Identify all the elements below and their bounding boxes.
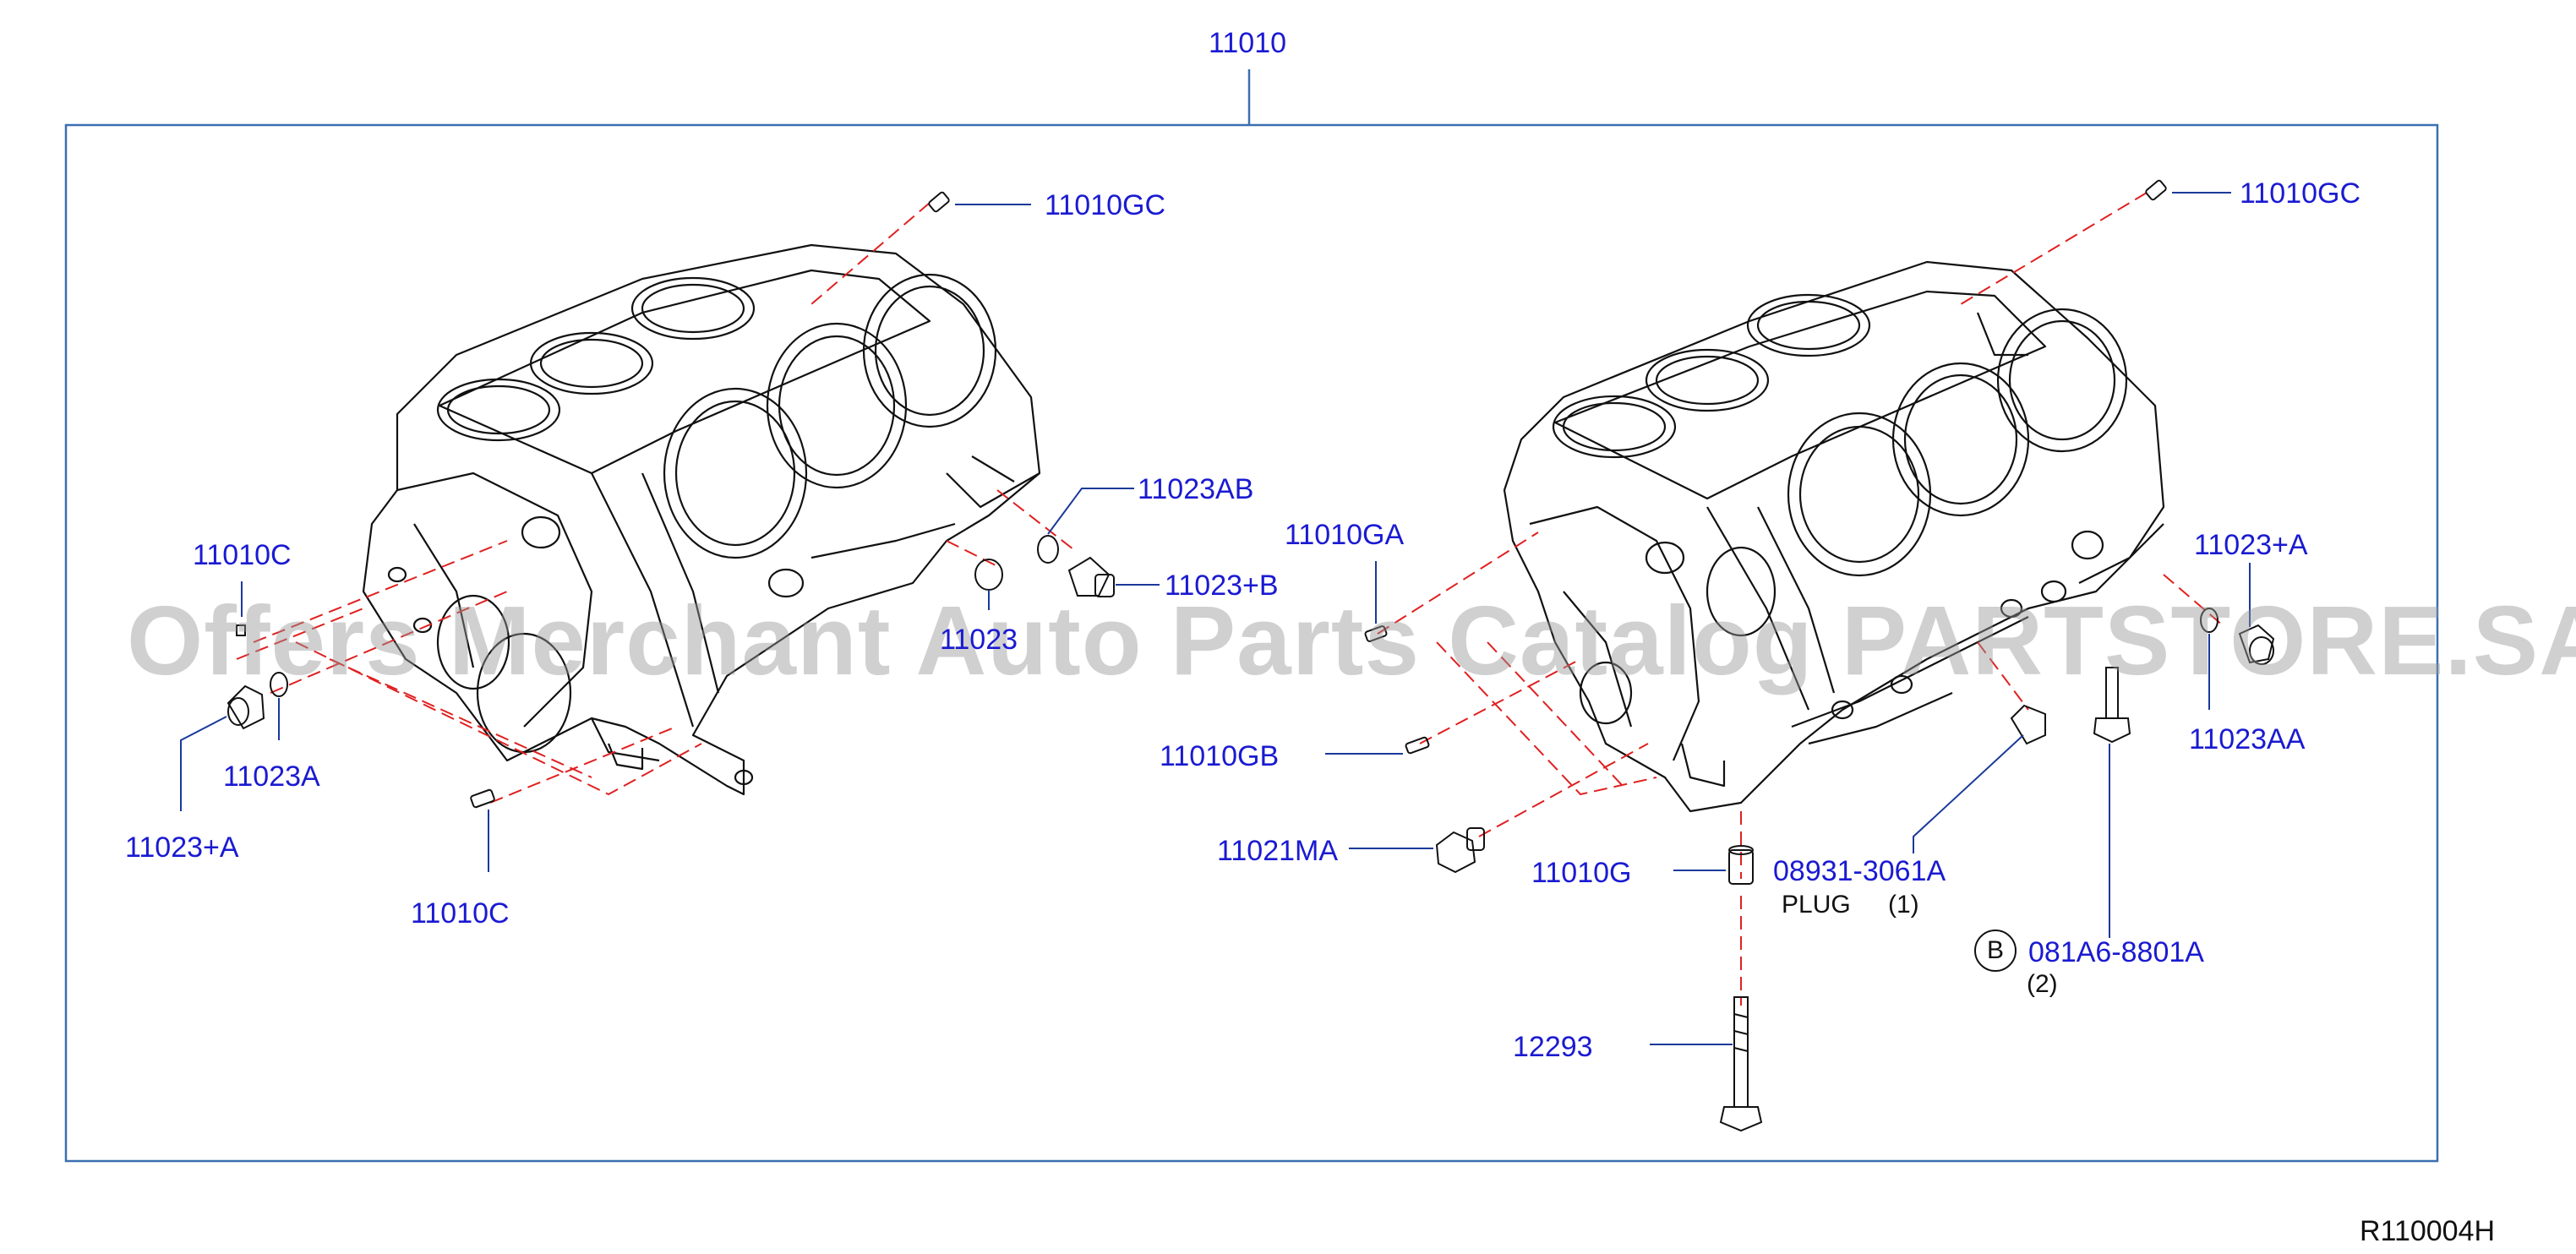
label-left-11023-hidden[interactable]: 11023 — [940, 624, 1018, 656]
label-left-11010gc[interactable]: 11010GC — [1045, 189, 1166, 221]
left-dashed-lines — [236, 202, 1074, 804]
label-right-bolt-qty: (2) — [2027, 970, 2058, 998]
label-right-11010gb[interactable]: 11010GB — [1160, 740, 1280, 772]
right-parts — [1364, 179, 2275, 1132]
label-right-11010gc[interactable]: 11010GC — [2240, 177, 2361, 210]
label-left-11010c-top[interactable]: 11010C — [193, 539, 292, 571]
label-right-11010ga[interactable]: 11010GA — [1285, 519, 1405, 551]
label-right-plug-qty: (1) — [1888, 891, 1919, 919]
label-left-11023a[interactable]: 11023A — [223, 761, 320, 793]
right-engine-block — [1503, 260, 2165, 813]
left-parts — [226, 191, 1115, 809]
watermark: Offers Merchant Auto Parts Catalog PARTS… — [127, 586, 2576, 695]
label-right-12293[interactable]: 12293 — [1513, 1031, 1593, 1063]
label-left-11010c-bottom[interactable]: 11010C — [411, 897, 510, 930]
left-leaders — [180, 204, 1160, 872]
label-left-11023ab[interactable]: 11023AB — [1138, 473, 1254, 505]
label-right-11023-a[interactable]: 11023+A — [2194, 529, 2308, 561]
reference-code: R110004H — [2360, 1215, 2496, 1247]
right-dashed-lines — [1377, 192, 2224, 1006]
right-leaders — [1325, 192, 2251, 1045]
diagram-frame — [64, 123, 2439, 1163]
label-right-11010g[interactable]: 11010G — [1531, 857, 1632, 889]
label-right-bolt-part-number[interactable]: 081A6-8801A — [2028, 936, 2204, 968]
label-left-11023-b[interactable]: 11023+B — [1165, 570, 1279, 602]
left-engine-block — [362, 243, 1041, 796]
bolt-badge-icon: B — [1974, 930, 2017, 972]
label-left-11023-a[interactable]: 11023+A — [125, 831, 239, 864]
label-right-plug-name: PLUG — [1782, 891, 1851, 919]
label-right-11023aa[interactable]: 11023AA — [2189, 723, 2306, 755]
label-right-plug-part-number[interactable]: 08931-3061A — [1773, 855, 1946, 887]
label-assembly[interactable]: 11010 — [1209, 27, 1287, 59]
label-right-11021ma[interactable]: 11021MA — [1217, 835, 1339, 867]
